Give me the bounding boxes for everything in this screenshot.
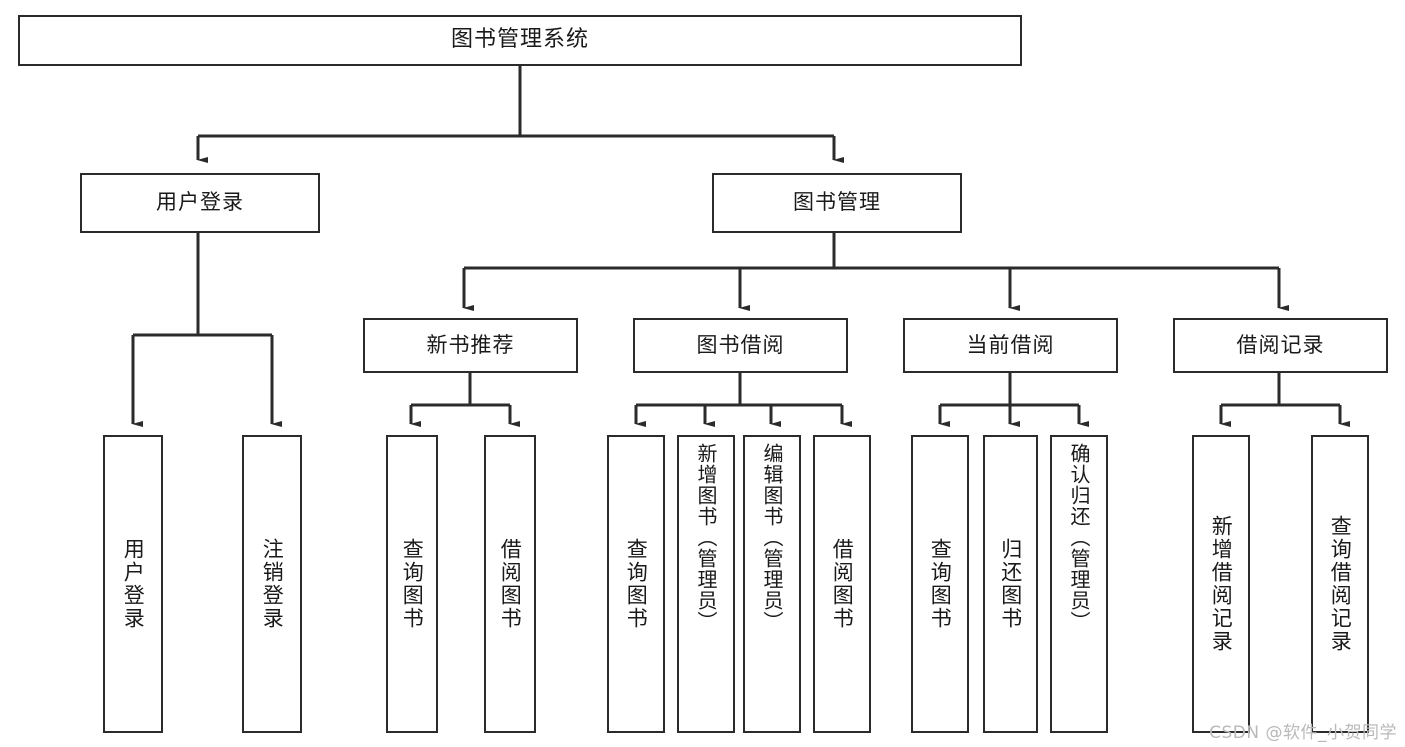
csdn-watermark: CSDN @软件_小贺同学: [1209, 723, 1397, 743]
node-new-book-recommend[interactable]: 新书推荐: [363, 318, 578, 373]
node-label: 归还图书: [998, 538, 1023, 630]
leaf-add-book-admin[interactable]: 新增图书（管理员）: [677, 435, 735, 733]
leaf-query-book-borrow[interactable]: 查询图书: [607, 435, 665, 733]
node-label: 当前借阅: [966, 332, 1055, 357]
node-borrow-record[interactable]: 借阅记录: [1173, 318, 1388, 373]
node-label: 查询图书: [624, 538, 649, 630]
node-label: 查询图书: [400, 538, 425, 630]
node-label: 图书管理: [793, 190, 881, 215]
leaf-return-book[interactable]: 归还图书: [983, 435, 1038, 733]
node-book-borrow[interactable]: 图书借阅: [633, 318, 848, 373]
leaf-query-book-recommend[interactable]: 查询图书: [386, 435, 438, 733]
node-label: 注销登录: [260, 538, 285, 630]
node-label: 用户登录: [156, 190, 244, 215]
node-book-management[interactable]: 图书管理: [712, 173, 962, 233]
leaf-query-borrow-record[interactable]: 查询借阅记录: [1311, 435, 1369, 733]
node-label: 借阅图书: [498, 538, 523, 630]
node-label: 用户登录: [121, 538, 146, 630]
leaf-add-borrow-record[interactable]: 新增借阅记录: [1192, 435, 1250, 733]
leaf-edit-book-admin[interactable]: 编辑图书（管理员）: [743, 435, 801, 733]
node-user-login[interactable]: 用户登录: [80, 173, 320, 233]
node-label: 查询图书: [928, 538, 953, 630]
leaf-borrow-book-borrow[interactable]: 借阅图书: [813, 435, 871, 733]
node-label: 借阅图书: [830, 538, 855, 630]
leaf-borrow-book-recommend[interactable]: 借阅图书: [484, 435, 536, 733]
node-root-system[interactable]: 图书管理系统: [18, 15, 1022, 66]
node-label: 新增借阅记录: [1209, 515, 1234, 653]
node-label: 新书推荐: [426, 332, 515, 357]
node-label: 确认归还（管理员）: [1067, 443, 1091, 632]
node-label: 编辑图书（管理员）: [760, 443, 784, 632]
leaf-logout-login[interactable]: 注销登录: [242, 435, 302, 733]
node-current-borrow[interactable]: 当前借阅: [903, 318, 1118, 373]
node-label: 借阅记录: [1236, 332, 1325, 357]
node-label: 图书借阅: [696, 332, 785, 357]
node-label: 新增图书（管理员）: [694, 443, 718, 632]
node-label: 图书管理系统: [450, 27, 589, 53]
leaf-query-book-current[interactable]: 查询图书: [911, 435, 969, 733]
leaf-confirm-return-admin[interactable]: 确认归还（管理员）: [1050, 435, 1108, 733]
leaf-user-login[interactable]: 用户登录: [103, 435, 163, 733]
node-label: 查询借阅记录: [1328, 515, 1353, 653]
